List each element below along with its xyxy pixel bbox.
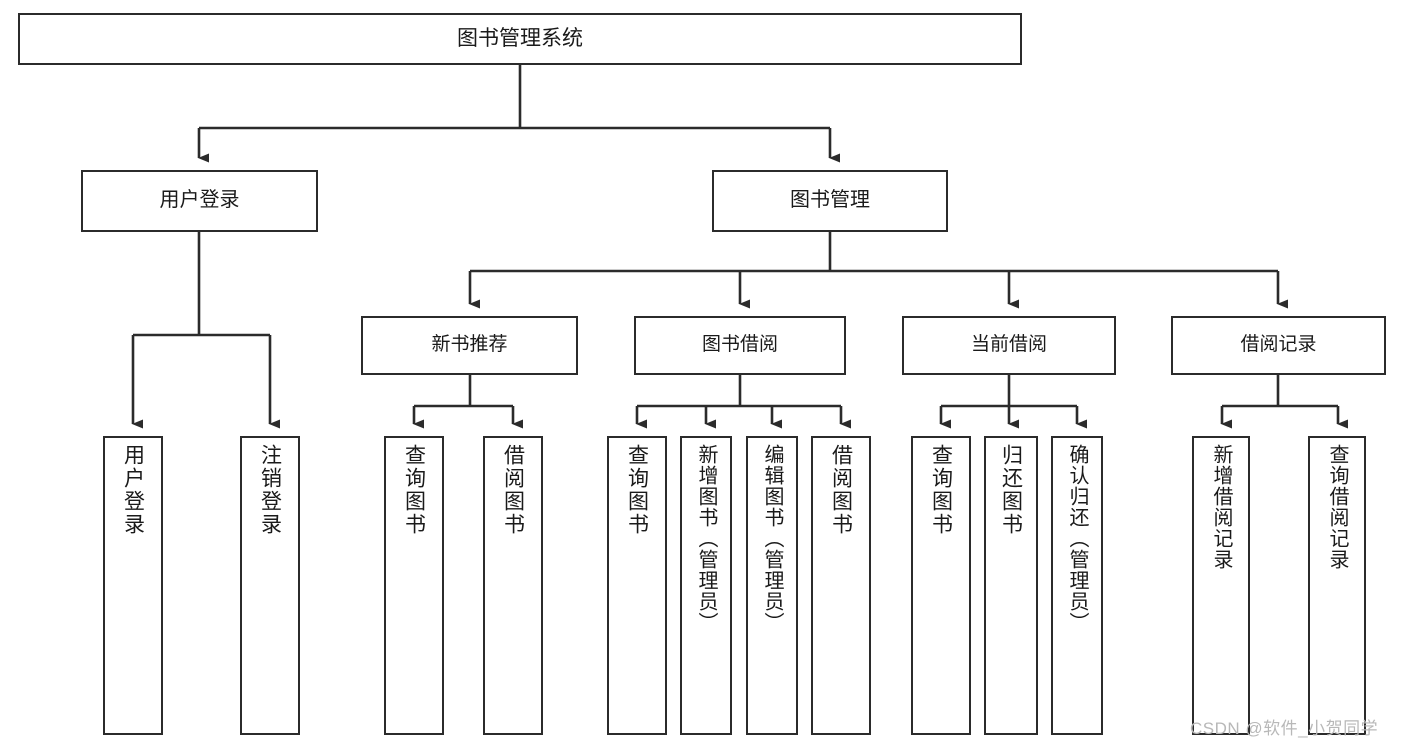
node-book-management[interactable]: 图书管理 bbox=[712, 170, 948, 232]
node-label: 用户登录 bbox=[159, 189, 240, 212]
node-label: 借阅图书 bbox=[501, 444, 525, 536]
node-label: 确认归还（管理员） bbox=[1066, 444, 1088, 633]
leaf-user-login-login[interactable]: 用户登录 bbox=[103, 436, 163, 735]
leaf-book-borrow-edit[interactable]: 编辑图书（管理员） bbox=[746, 436, 798, 735]
leaf-book-borrow-borrow[interactable]: 借阅图书 bbox=[811, 436, 871, 735]
node-current-borrow[interactable]: 当前借阅 bbox=[902, 316, 1116, 375]
node-label: 新增图书（管理员） bbox=[695, 444, 717, 633]
leaf-user-login-logout[interactable]: 注销登录 bbox=[240, 436, 300, 735]
leaf-book-borrow-add[interactable]: 新增图书（管理员） bbox=[680, 436, 732, 735]
node-label: 查询图书 bbox=[625, 444, 649, 536]
node-label: 图书管理 bbox=[790, 189, 870, 212]
leaf-new-book-query[interactable]: 查询图书 bbox=[384, 436, 444, 735]
node-new-book-recommend[interactable]: 新书推荐 bbox=[361, 316, 578, 375]
node-label: 新增借阅记录 bbox=[1210, 444, 1232, 570]
leaf-current-borrow-return[interactable]: 归还图书 bbox=[984, 436, 1038, 735]
node-label: 查询图书 bbox=[402, 444, 426, 536]
node-label: 查询图书 bbox=[929, 444, 953, 536]
watermark: CSDN @软件_小贺同学 bbox=[1190, 719, 1379, 738]
node-book-borrow[interactable]: 图书借阅 bbox=[634, 316, 846, 375]
node-label: 编辑图书（管理员） bbox=[761, 444, 783, 633]
node-label: 借阅图书 bbox=[829, 444, 853, 536]
node-root[interactable]: 图书管理系统 bbox=[18, 13, 1022, 65]
node-label: 注销登录 bbox=[258, 444, 282, 536]
node-borrow-record[interactable]: 借阅记录 bbox=[1171, 316, 1386, 375]
node-label: 图书管理系统 bbox=[457, 26, 583, 50]
node-label: 用户登录 bbox=[121, 444, 145, 536]
node-label: 新书推荐 bbox=[431, 334, 508, 356]
leaf-new-book-borrow[interactable]: 借阅图书 bbox=[483, 436, 543, 735]
node-label: 查询借阅记录 bbox=[1326, 444, 1348, 570]
node-label: 归还图书 bbox=[999, 444, 1023, 536]
leaf-book-borrow-query[interactable]: 查询图书 bbox=[607, 436, 667, 735]
node-user-login[interactable]: 用户登录 bbox=[81, 170, 318, 232]
node-label: 借阅记录 bbox=[1240, 334, 1317, 356]
node-label: 当前借阅 bbox=[970, 334, 1047, 356]
leaf-current-borrow-query[interactable]: 查询图书 bbox=[911, 436, 971, 735]
leaf-current-borrow-confirm[interactable]: 确认归还（管理员） bbox=[1051, 436, 1103, 735]
leaf-borrow-record-add[interactable]: 新增借阅记录 bbox=[1192, 436, 1250, 735]
leaf-borrow-record-query[interactable]: 查询借阅记录 bbox=[1308, 436, 1366, 735]
node-label: 图书借阅 bbox=[701, 334, 778, 356]
